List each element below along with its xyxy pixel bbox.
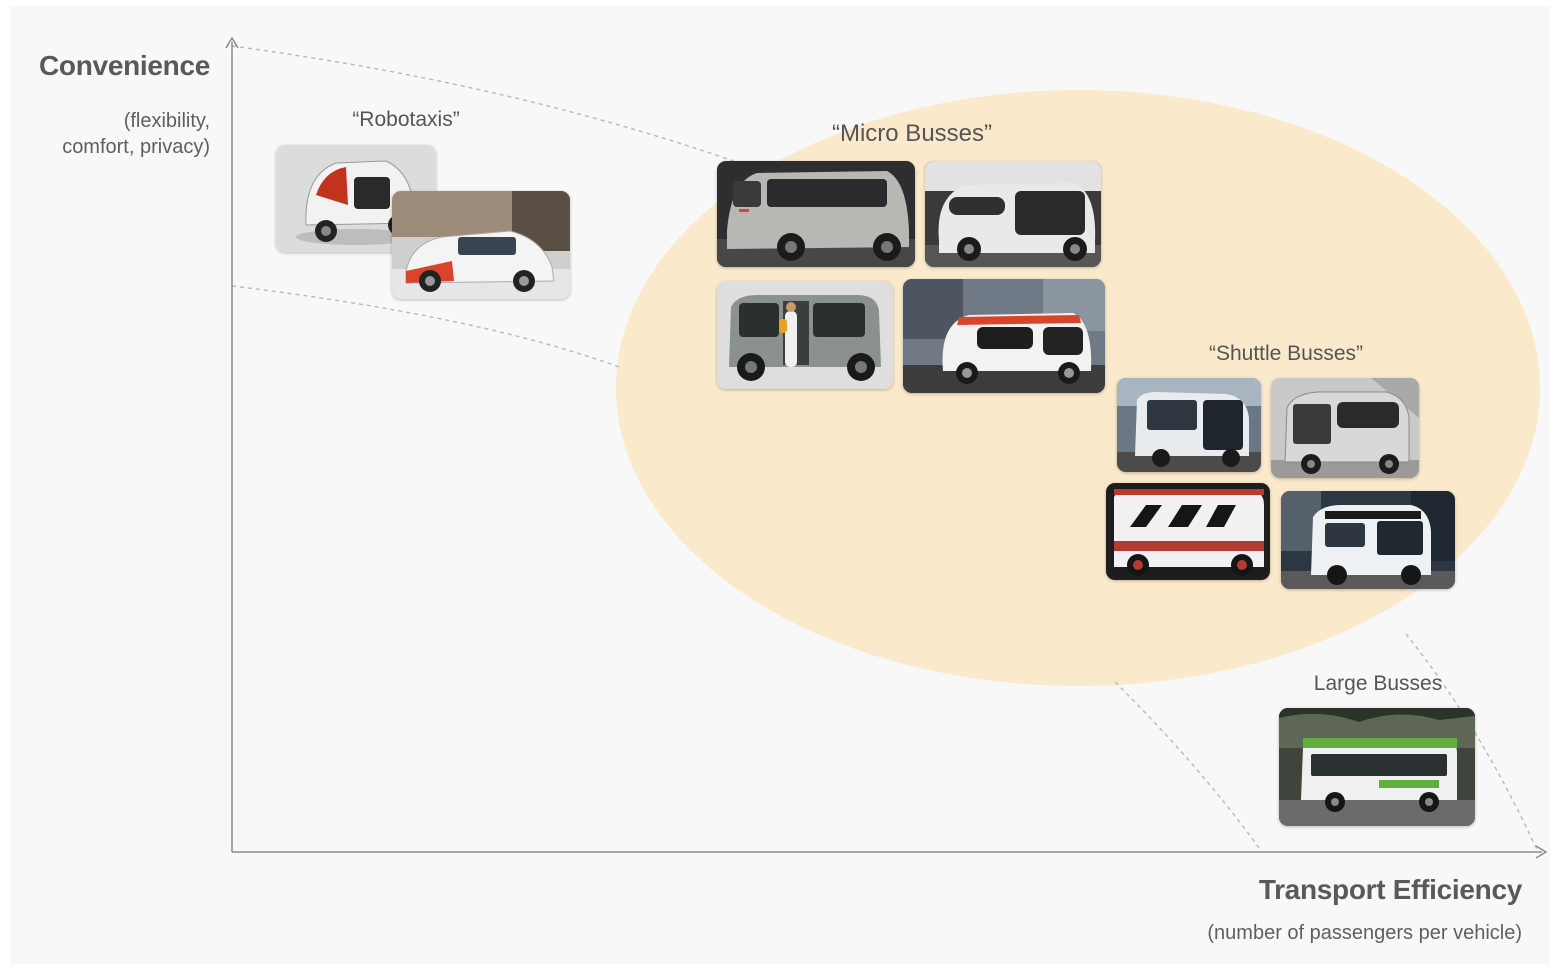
vehicle-photo-icon [717, 161, 915, 267]
vehicle-photo-icon [1281, 491, 1455, 589]
x-axis-subtitle: (number of passengers per vehicle) [1207, 922, 1522, 944]
large-bus-photo [1279, 708, 1475, 826]
vehicle-photo-icon [717, 281, 893, 389]
shuttle-bus-photo-3 [1106, 483, 1270, 580]
group-label-robotaxis: “Robotaxis” [352, 108, 460, 131]
micro-bus-photo-1 [717, 161, 915, 267]
vehicle-photo-icon [1117, 378, 1261, 472]
micro-bus-photo-3 [717, 281, 893, 389]
robotaxi-photo-2 [392, 191, 570, 299]
upper-envelope-curve [231, 45, 771, 175]
micro-lower-curve [1114, 681, 1263, 853]
shuttle-bus-photo-4 [1281, 491, 1455, 589]
micro-bus-photo-2 [925, 161, 1101, 267]
vehicle-photo-icon [392, 191, 570, 299]
diagram-canvas: Convenience (flexibility, comfort, priva… [10, 6, 1550, 964]
group-label-shuttle-busses: “Shuttle Busses” [1208, 342, 1364, 365]
y-axis-subtitle-line2: comfort, privacy) [62, 136, 210, 158]
lower-envelope-curve [231, 285, 623, 369]
vehicle-photo-icon [1279, 708, 1475, 826]
x-axis-arrow-icon [1535, 845, 1548, 859]
y-axis-title: Convenience [39, 50, 210, 81]
vehicle-photo-icon [903, 279, 1105, 393]
y-axis-arrow-icon [225, 36, 239, 49]
group-label-micro-busses: “Micro Busses” [831, 120, 993, 147]
vehicle-photo-icon [1271, 378, 1419, 478]
y-axis-subtitle-line1: (flexibility, [123, 110, 210, 132]
vehicle-photo-icon [1106, 483, 1270, 580]
x-axis-title: Transport Efficiency [1258, 874, 1522, 905]
shuttle-bus-photo-2 [1271, 378, 1419, 478]
micro-bus-photo-4 [903, 279, 1105, 393]
shuttle-lower-curve [1405, 633, 1539, 853]
shuttle-bus-photo-1 [1117, 378, 1261, 472]
group-label-large-busses: Large Busses [1313, 672, 1443, 695]
vehicle-photo-icon [925, 161, 1101, 267]
